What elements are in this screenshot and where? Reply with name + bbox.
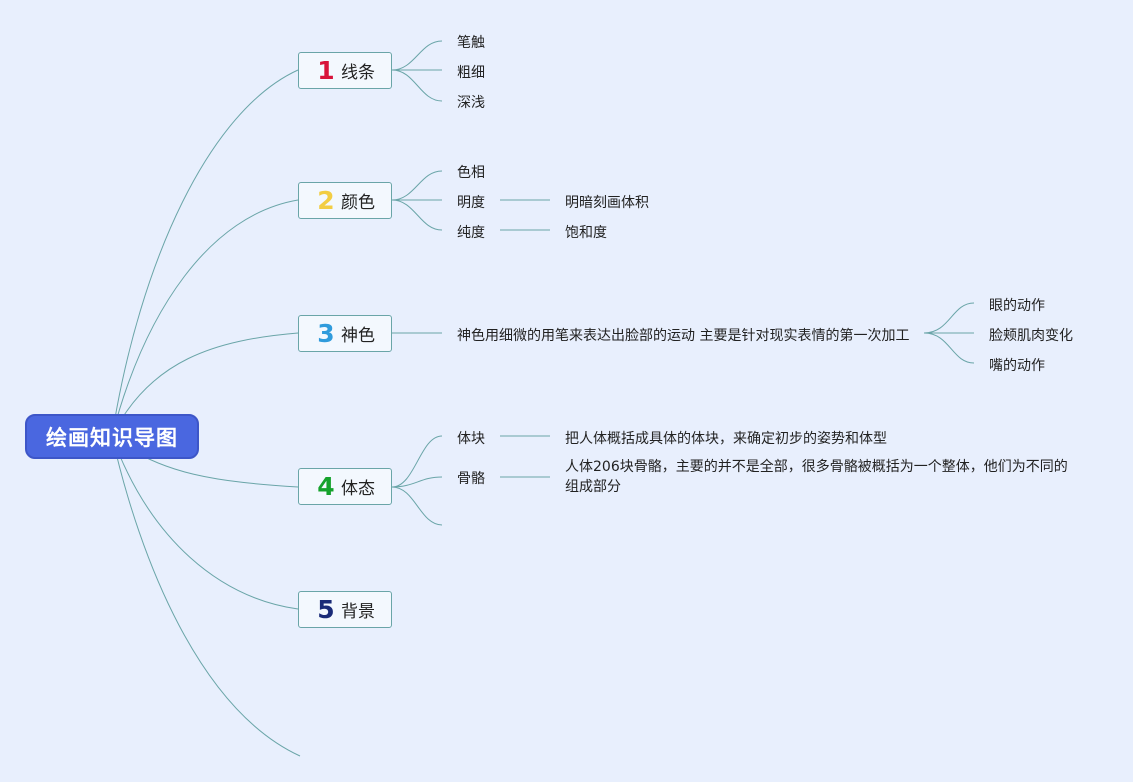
leaf-brightness[interactable]: 明度 — [457, 195, 485, 211]
leaf-skeleton[interactable]: 骨骼 — [457, 471, 485, 487]
branch-title: 颜色 — [341, 193, 375, 213]
leaf-expression-desc[interactable]: 神色用细微的用笔来表达出脸部的运动 主要是针对现实表情的第一次加工 — [457, 328, 910, 344]
branch-node-color[interactable]: 2 颜色 — [298, 182, 392, 219]
number-badge: 4 — [317, 472, 335, 501]
leaf-block-note[interactable]: 把人体概括成具体的体块，来确定初步的姿势和体型 — [565, 431, 887, 447]
branch-node-lines[interactable]: 1 线条 — [298, 52, 392, 89]
branch-title: 神色 — [341, 326, 375, 346]
leaf-skeleton-note[interactable]: 人体206块骨骼，主要的并不是全部，很多骨骼被概括为一个整体，他们为不同的组成部… — [565, 459, 1068, 495]
branch-node-posture[interactable]: 4 体态 — [298, 468, 392, 505]
leaf-cheek-muscle[interactable]: 脸颊肌肉变化 — [989, 328, 1073, 344]
leaf-saturation[interactable]: 纯度 — [457, 225, 485, 241]
leaf-brightness-note[interactable]: 明暗刻画体积 — [565, 195, 649, 211]
branch-title: 体态 — [341, 479, 375, 499]
branch-node-expression[interactable]: 3 神色 — [298, 315, 392, 352]
number-badge: 5 — [317, 595, 335, 624]
leaf-eye-movement[interactable]: 眼的动作 — [989, 298, 1045, 314]
leaf-mouth-movement[interactable]: 嘴的动作 — [989, 358, 1045, 374]
leaf-stroke[interactable]: 笔触 — [457, 35, 485, 51]
root-node[interactable]: 绘画知识导图 — [25, 414, 199, 459]
branch-node-background[interactable]: 5 背景 — [298, 591, 392, 628]
number-badge: 2 — [317, 186, 335, 215]
leaf-depth[interactable]: 深浅 — [457, 95, 485, 111]
branch-title: 背景 — [341, 602, 375, 622]
leaf-saturation-note[interactable]: 饱和度 — [565, 225, 607, 241]
leaf-block[interactable]: 体块 — [457, 431, 485, 447]
number-badge: 1 — [317, 56, 335, 85]
leaf-thickness[interactable]: 粗细 — [457, 65, 485, 81]
branch-title: 线条 — [341, 63, 375, 83]
number-badge: 3 — [317, 319, 335, 348]
leaf-hue[interactable]: 色相 — [457, 165, 485, 181]
